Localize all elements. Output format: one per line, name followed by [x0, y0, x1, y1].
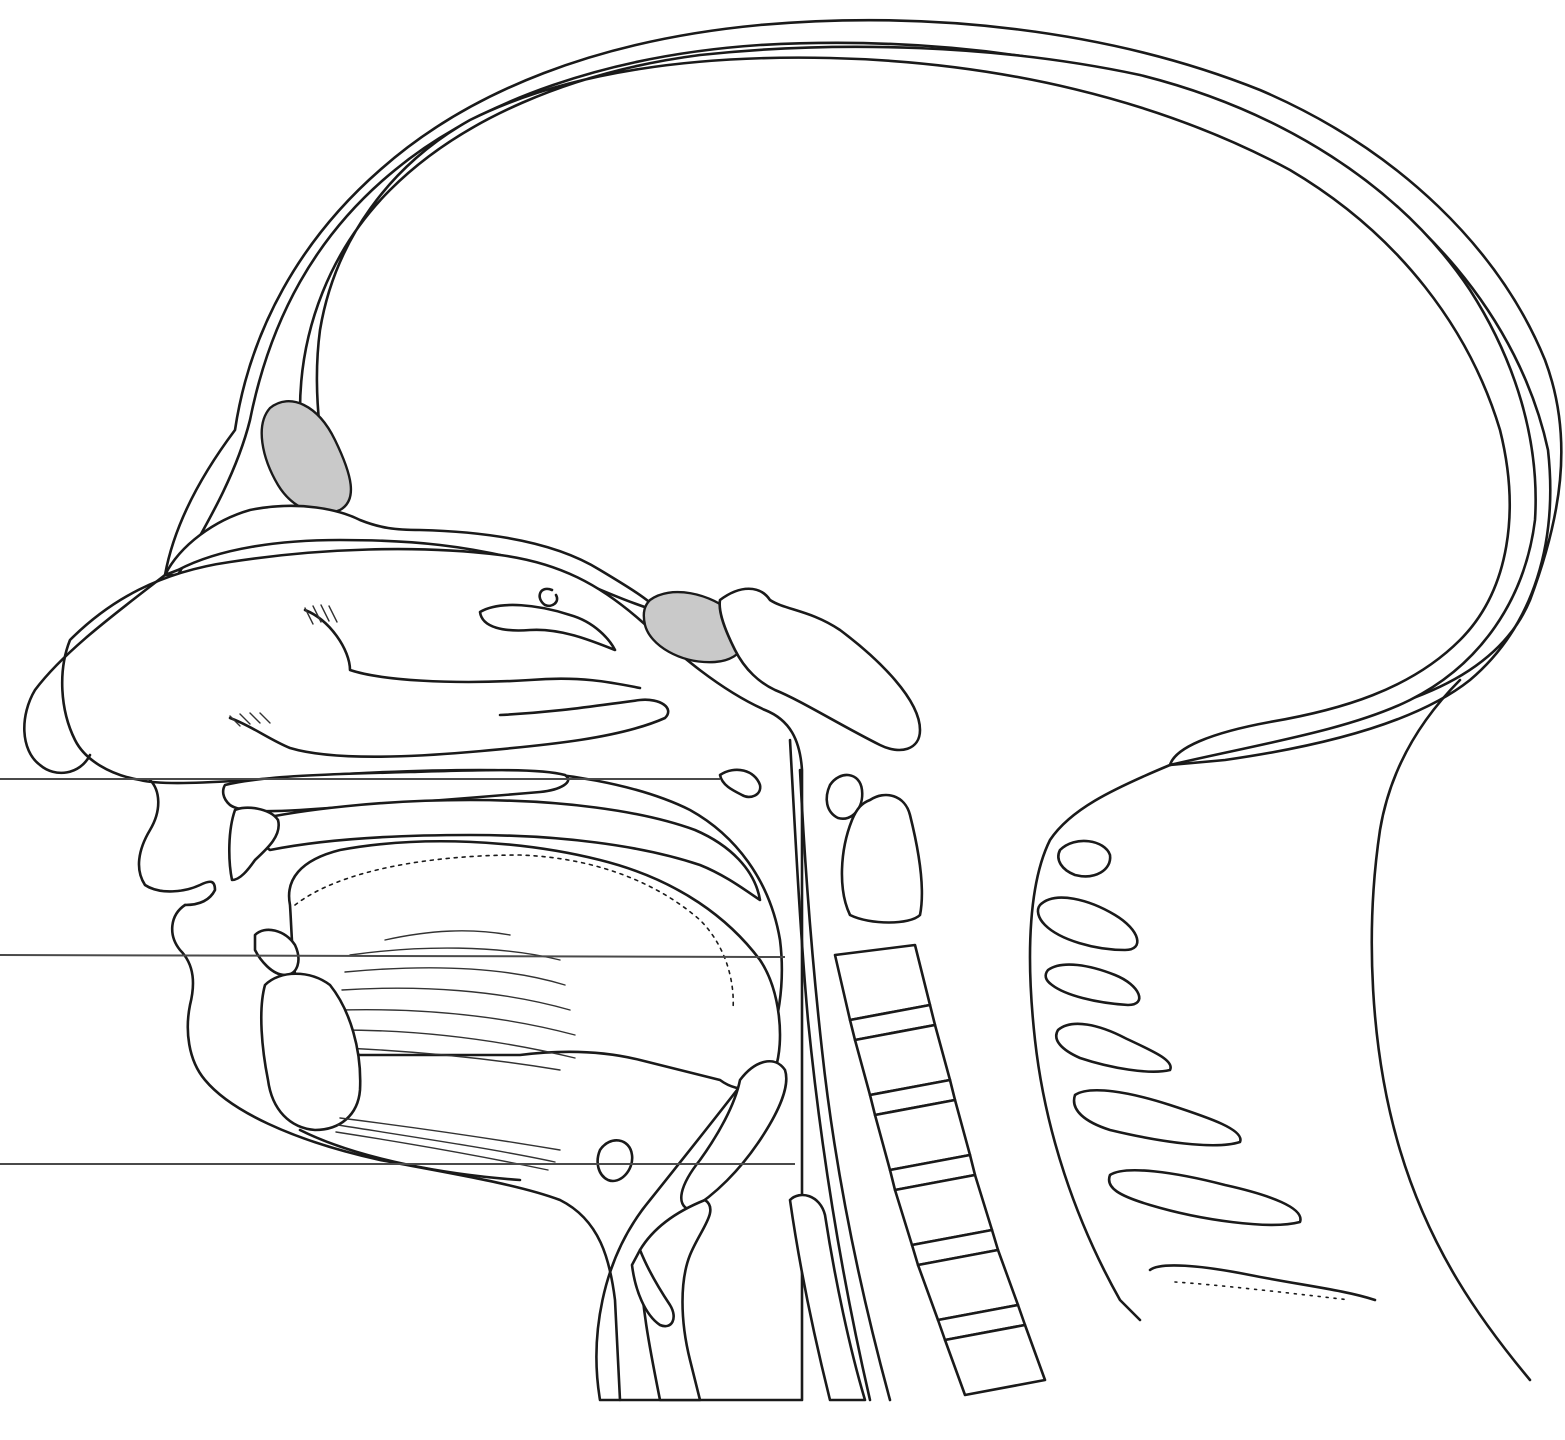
upper-lip [139, 780, 215, 905]
spinous-process-2 [1038, 898, 1137, 950]
spinous-process-7-dots [1175, 1282, 1350, 1300]
upper-incisor [229, 808, 278, 880]
back-of-neck [1372, 680, 1530, 1380]
spinous-process-1 [1058, 841, 1110, 876]
geniohyoid-fibers [336, 1118, 560, 1170]
dens-c2 [842, 795, 922, 923]
floor-of-mouth [300, 1130, 520, 1180]
spinous-process-3 [1046, 965, 1140, 1005]
frontal-sinus [262, 401, 351, 513]
cervical-vertebrae [835, 945, 1045, 1395]
spinous-process-5 [1074, 1090, 1240, 1145]
spinous-processes [1038, 841, 1375, 1300]
spinous-process-4 [1056, 1024, 1170, 1072]
spinous-process-6 [1109, 1170, 1300, 1225]
hyoid-bone [598, 1140, 633, 1181]
tongue [289, 841, 780, 1088]
